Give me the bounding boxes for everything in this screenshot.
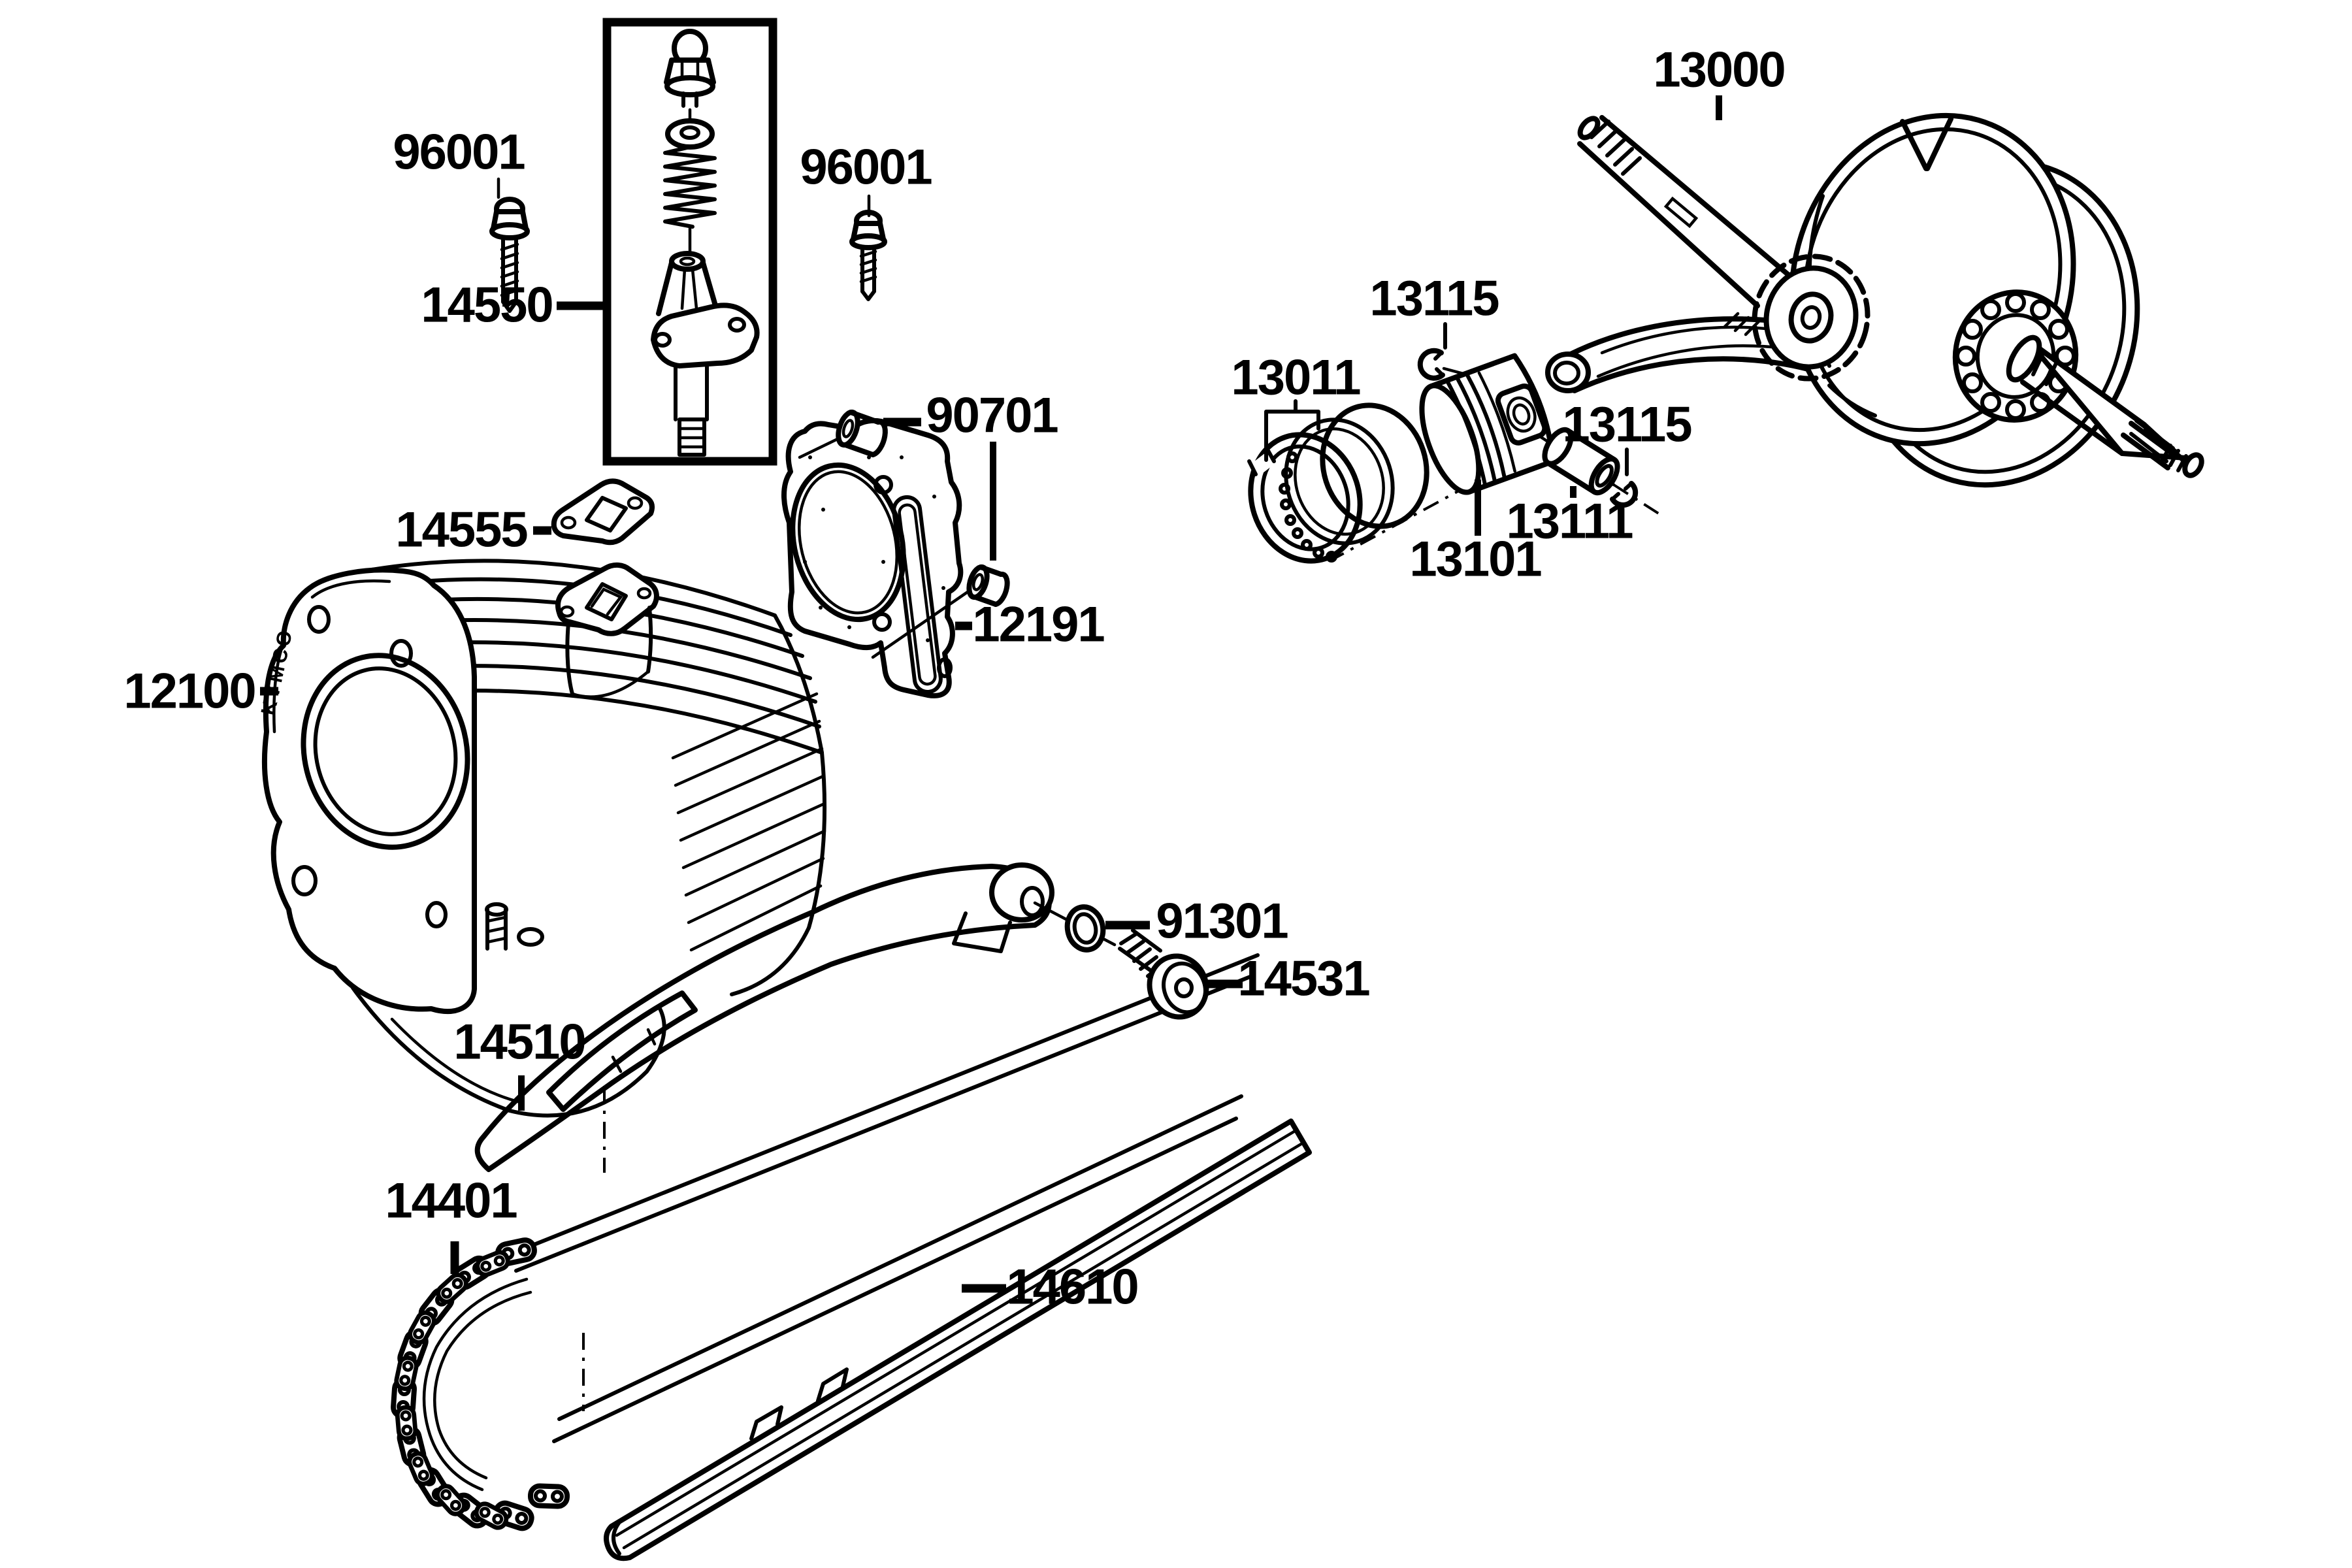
arm-boss [952,911,1012,953]
crankshaft [1577,112,2204,488]
chain-run-upper-1 [521,953,1260,1251]
cylinder-skirt [351,902,666,1118]
guide-tab-2 [816,1367,849,1403]
pin-axis-dashline [1612,483,1666,519]
part-label-96001-left: 96001 [393,125,525,180]
bolt-socket [1174,977,1194,998]
cam-chain-guide [604,1119,1312,1561]
tensioner-sealing-bolt [664,29,716,108]
chain-inner-rail-2 [433,1290,532,1480]
part-label-14401: 14401 [385,1173,517,1229]
tensioner-arm-bolt [1118,928,1209,1020]
guide-inner-line-1 [615,1128,1298,1537]
part-label-96001-right: 96001 [800,140,932,195]
tensioner-washer [665,118,715,150]
chain-inner-rail-1 [422,1277,529,1492]
cylinder-bolt-hole [389,639,413,668]
bolt-washer-face [1162,961,1207,1015]
cylinder-fins-side [671,692,827,996]
dowel-pointer-upper [798,434,845,459]
chain-run-lower-1 [557,1094,1243,1421]
crank-left-shaft [1577,115,1805,308]
flange-bolt-left [489,197,530,313]
cylinder-tensioner-boss [555,563,659,698]
cylinder-bore-inner [313,666,458,836]
part-label-14531: 14531 [1237,951,1369,1007]
part-label-14555: 14555 [395,502,527,558]
cylinder-boss-hole [517,927,544,947]
chain-run-lower-2 [552,1117,1238,1443]
piston-pin-clip-right [1610,481,1639,508]
piston-pin [1542,427,1620,496]
bolt-shank [1118,928,1162,973]
cam-chain-tensioner-arm [474,862,1054,1173]
arm-shoe-ticks [611,1028,657,1073]
cylinder-bolt-hole [425,901,448,928]
part-label-14510: 14510 [453,1015,585,1070]
part-label-90701: 90701 [926,388,1058,444]
part-label-13011: 13011 [1231,350,1360,406]
arm-pivot-eye [989,862,1054,923]
part-labels: 96001 96001 14550 14555 12100 90701 1219… [123,42,1786,1315]
part-label-13115-left: 13115 [1369,271,1499,327]
arm-shoe-pad [546,990,698,1112]
piston-axis-line [1332,483,1471,561]
cylinder-bolt-hole [307,605,331,634]
crank-timing-sprocket [1752,253,1870,382]
leader-lines [260,95,1722,1293]
ring-gap [1250,451,1276,476]
piston-pin-clip-left [1417,348,1445,381]
guide-tab-1 [749,1405,783,1441]
piston-pin-window [1495,383,1548,446]
part-label-14610: 14610 [1006,1260,1137,1315]
cam-chain [393,953,1260,1531]
cylinder-face [261,567,477,1014]
part-label-12191: 12191 [972,597,1104,653]
part-label-13115-right: 13115 [1562,397,1691,453]
cylinder: KYMCO [257,559,827,1118]
bolt-threads [1119,932,1164,978]
part-label-13000: 13000 [1653,42,1784,98]
cylinder-bolt-hole [291,865,318,896]
part-label-13101: 13101 [1409,532,1541,587]
piston [1419,353,1556,495]
part-label-12100: 12100 [123,664,255,719]
tensioner-gasket [551,478,655,546]
gasket-stipple [803,455,945,642]
gasket-chain-slot [892,495,943,694]
ring-set-bracket [1264,399,1320,462]
arm-pivot-hole [1020,886,1045,917]
crank-right-shaft [2006,335,2204,478]
part-label-14550: 14550 [421,278,552,333]
o-ring [1064,904,1106,953]
dowel-pin-lower [966,564,1010,607]
chain-run-upper-2 [514,974,1254,1273]
tensioner-foot [674,363,709,421]
web-arc [1827,384,1877,417]
arm-body [474,864,1052,1172]
cylinder-gasket [781,417,964,698]
guide-body [604,1119,1312,1561]
flange-bolt-right [849,210,887,301]
guide-inner-line-2 [622,1141,1305,1550]
web-notch [1900,116,1953,171]
dowel-pointer-lower [871,589,972,659]
part-label-91301: 91301 [1156,894,1288,949]
tensioner-body [651,251,760,457]
cylinder-bore-outer [301,653,470,850]
tensioner-spring [663,145,717,229]
chain-loop-links [393,1239,567,1531]
part-label-13111: 13111 [1507,494,1633,549]
cam-chain-tensioner [602,18,777,466]
dowel-pin-upper [836,409,888,457]
guide-foot [612,1520,621,1556]
